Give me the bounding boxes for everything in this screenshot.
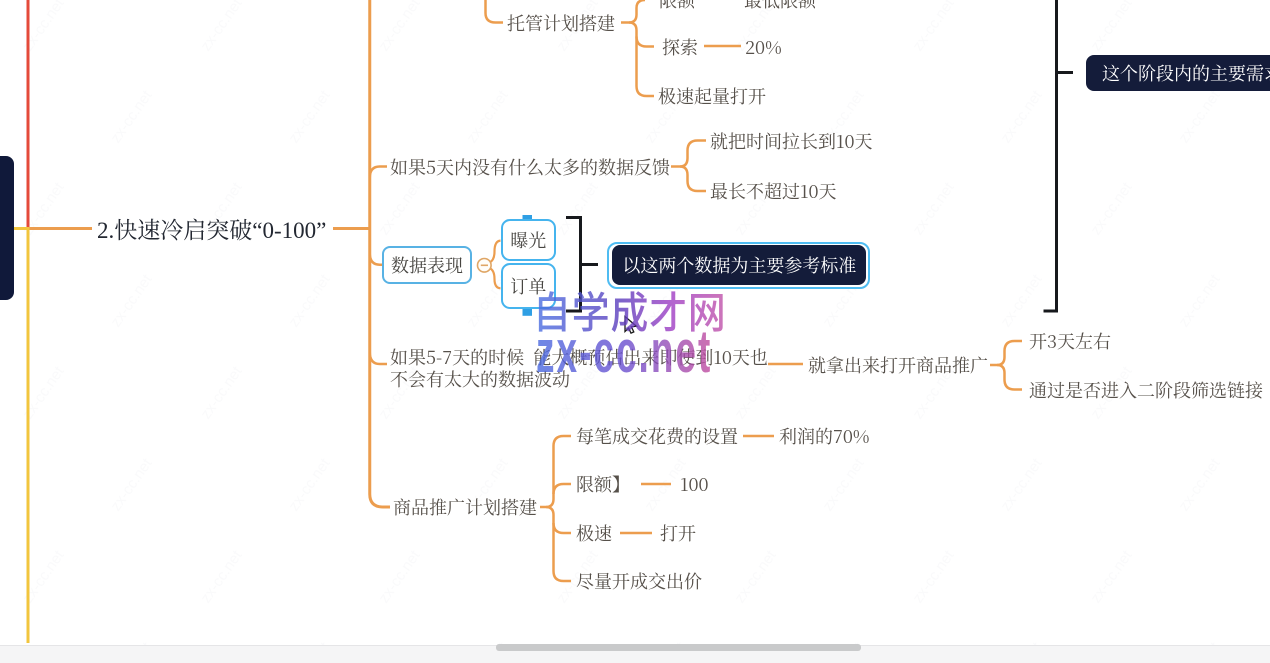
svg-text:zx-cc.net: zx-cc.net (909, 0, 958, 54)
svg-text:zx-cc.net: zx-cc.net (197, 363, 246, 423)
svg-text:zx-cc.net: zx-cc.net (997, 87, 1046, 147)
svg-text:zx-cc.net: zx-cc.net (1175, 271, 1224, 331)
svg-text:zx-cc.net: zx-cc.net (197, 0, 246, 54)
svg-text:zx-cc.net: zx-cc.net (731, 363, 780, 423)
svg-text:zx-cc.net: zx-cc.net (375, 179, 424, 239)
svg-text:zx-cc.net: zx-cc.net (375, 0, 424, 54)
svg-text:zx-cc.net: zx-cc.net (553, 179, 602, 239)
svg-text:zx-cc.net: zx-cc.net (731, 547, 780, 607)
svg-text:zx-cc.net: zx-cc.net (1087, 0, 1136, 54)
svg-text:zx-cc.net: zx-cc.net (909, 179, 958, 239)
svg-text:zx-cc.net: zx-cc.net (197, 547, 246, 607)
svg-text:zx-cc.net: zx-cc.net (1175, 455, 1224, 515)
svg-text:zx-cc.net: zx-cc.net (1265, 0, 1270, 54)
svg-text:zx-cc.net: zx-cc.net (285, 455, 334, 515)
svg-text:zx-cc.net: zx-cc.net (375, 547, 424, 607)
svg-text:zx-cc.net: zx-cc.net (1265, 363, 1270, 423)
svg-text:zx-cc.net: zx-cc.net (1175, 87, 1224, 147)
svg-text:zx-cc.net: zx-cc.net (285, 271, 334, 331)
svg-text:zx-cc.net: zx-cc.net (463, 87, 512, 147)
svg-text:zx-cc.net: zx-cc.net (1265, 179, 1270, 239)
svg-text:zx-cc.net: zx-cc.net (107, 87, 156, 147)
svg-text:zx-cc.net: zx-cc.net (107, 455, 156, 515)
svg-text:zx-cc.net: zx-cc.net (1265, 547, 1270, 607)
svg-text:zx-cc.net: zx-cc.net (1087, 547, 1136, 607)
svg-text:zx-cc.net: zx-cc.net (909, 547, 958, 607)
svg-text:zx-cc.net: zx-cc.net (1087, 179, 1136, 239)
svg-text:zx-cc.net: zx-cc.net (107, 271, 156, 331)
svg-text:zx-cc.net: zx-cc.net (819, 455, 868, 515)
svg-text:zx-cc.net: zx-cc.net (997, 455, 1046, 515)
svg-text:zx-cc.net: zx-cc.net (997, 271, 1046, 331)
svg-text:zx-cc.net: zx-cc.net (285, 87, 334, 147)
